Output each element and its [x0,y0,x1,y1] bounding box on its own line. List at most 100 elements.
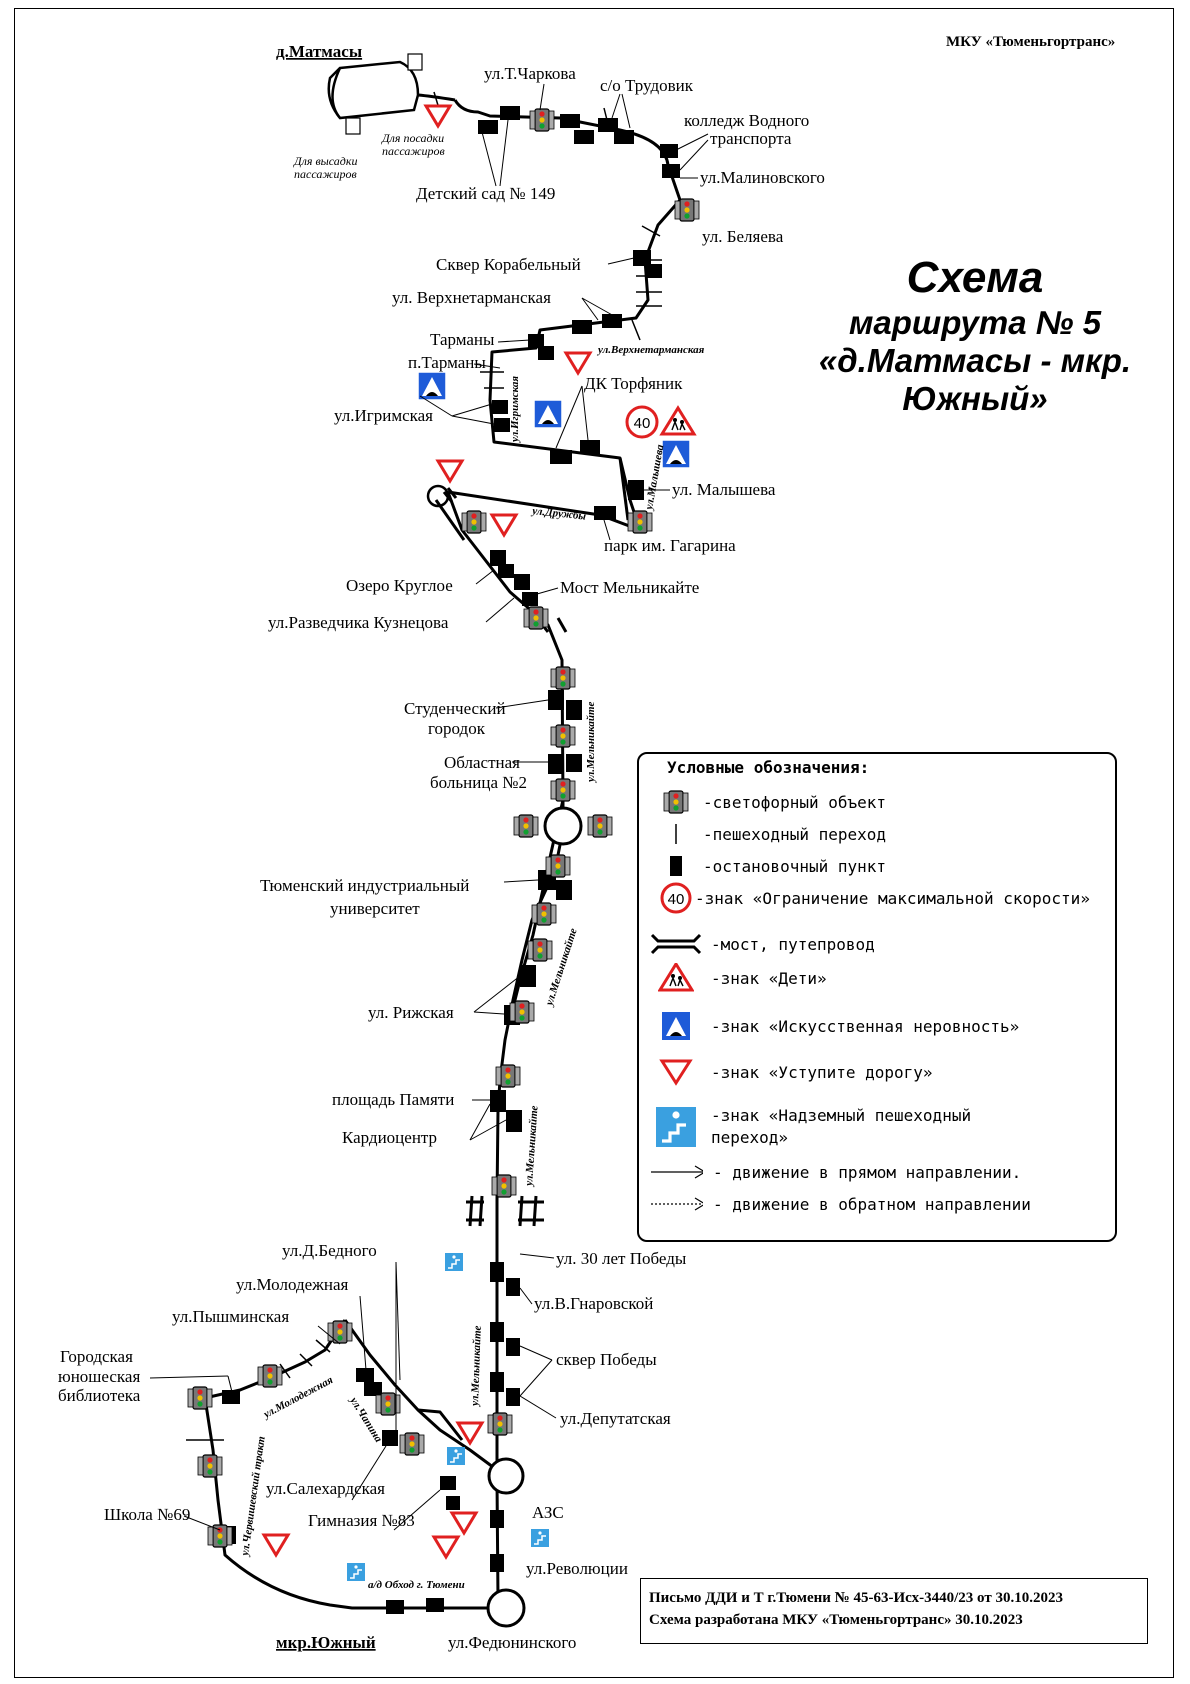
pick-up-note-2: пассажиров [382,144,445,158]
page-frame [14,8,1174,1678]
roundabout [487,1457,525,1495]
label-library-2: юношеская [58,1367,140,1386]
label-hospital-1: Областная [444,753,520,772]
label-hospital-2: больница №2 [430,773,527,792]
legend-text: -остановочный пункт [703,856,887,876]
label-skver-pobedy: сквер Победы [556,1350,657,1369]
legend-item-speed-limit: 40 -знак «Ограничение максимальной скоро… [649,881,1090,915]
label-college-1: колледж Водного [684,111,809,130]
label-azs: АЗС [532,1503,564,1522]
label-30-let-pobedy: ул. 30 лет Победы [556,1249,687,1268]
street-verkhnetarmanskaya: ул.Верхнетарманская [596,344,705,356]
label-fedyuninskogo: ул.Федюнинского [448,1633,576,1652]
label-park-gagarina: парк им. Гагарина [604,536,736,555]
title-line-1: Схема [906,253,1044,302]
label-most-melnikaite: Мост Мельникайте [560,578,699,597]
legend-title: Условные обозначения: [667,758,870,777]
bus-stop-icon [649,855,703,877]
label-student-town-2: городок [428,719,486,738]
label-verkhnetarmanskaya: ул. Верхнетарманская [392,288,551,307]
legend-text: -знак «Ограничение максимальной скорости… [695,888,1090,908]
label-deputatskaya: ул.Депутатская [560,1409,671,1428]
bridge-icon [649,931,703,957]
approval-line-1: Письмо ДДИ и Т г.Тюмени № 45-63-Исх-3440… [649,1590,1063,1606]
legend-text: -мост, путепровод [711,934,875,954]
legend-item-pedestrian-crossing: -пешеходный переход [649,820,886,848]
label-tiu-2: университет [330,899,420,918]
label-molodezhnaya: ул.Молодежная [236,1275,349,1294]
label-malinovskogo: ул.Малиновского [700,168,825,187]
children-sign [660,406,696,436]
roundabout [543,806,583,846]
street-igrimskaya: ул.Игримская [509,376,521,444]
label-gnarovskoy: ул.В.Гнаровской [534,1294,653,1313]
street-melnikaite-4: ул.Мельникайте [469,1325,484,1408]
drop-off-note-2: пассажиров [294,167,357,181]
label-tiu-1: Тюменский индустриальный [260,876,469,895]
label-pyshminskaya: ул.Пышминская [172,1307,289,1326]
title-line-3: «д.Матмасы - мкр. [818,342,1132,379]
label-trudovik: с/о Трудовик [600,76,694,95]
label-tarmany: Тарманы [430,330,495,349]
children-sign-icon [649,963,703,993]
legend-text: -знак «Уступите дорогу» [711,1062,933,1082]
organization-name: МКУ «Тюменьгортранс» [946,34,1116,50]
approval-line-2: Схема разработана МКУ «Тюменьгортранс» 3… [649,1612,1023,1628]
terminal-start: д.Матмасы [276,42,362,61]
leader-lines [149,83,709,1531]
label-belyaeva: ул. Беляева [702,227,784,246]
label-revolyucii: ул.Революции [526,1559,628,1578]
label-chrkova: ул.Т.Чаркова [484,64,576,83]
label-igrimskaya: ул.Игримская [334,406,433,425]
legend-item-children: -знак «Дети» [649,963,827,993]
svg-text:40: 40 [668,891,685,908]
legend-item-speed-bump: -знак «Искусственная неровность» [649,1012,1019,1040]
label-skver-korabelny: Сквер Корабельный [436,255,581,274]
speed-limit-sign: 40 [625,405,659,439]
title-line-4: Южный» [902,380,1048,417]
title-line-2: маршрута № 5 [848,304,1102,341]
legend-item-forward: - движение в прямом направлении. [649,1158,1021,1186]
label-dk-torfyanik: ДК Торфяник [584,374,683,393]
label-rizhskaya: ул. Рижская [368,1003,454,1022]
legend-text: - движение в прямом направлении. [713,1162,1022,1182]
pedestrian-crossing-icon [649,822,703,846]
approval-note: Письмо ДДИ и Т г.Тюмени № 45-63-Исх-3440… [640,1578,1148,1644]
label-razvedchika: ул.Разведчика Кузнецова [268,613,449,632]
label-p-tarmany: п.Тарманы [408,353,486,372]
legend-item-bridge: -мост, путепровод [649,930,875,958]
label-library-1: Городская [60,1347,133,1366]
label-college-2: транспорта [710,129,792,148]
legend-text: -светофорный объект [703,792,887,812]
matmasy-terminal [327,53,456,135]
speed-limit-value: 40 [634,415,651,432]
terminal-end: мкр.Южный [276,1633,376,1652]
pick-up-note-1: Для посадки [381,131,444,145]
street-druzhby: ул.Дружбы [530,505,587,523]
label-student-town-1: Студенческий [404,699,506,718]
label-school69: Школа №69 [104,1505,190,1524]
speed-limit-icon: 40 [649,881,703,915]
yield-signs [262,104,592,1559]
label-ploshchad-pamyati: площадь Памяти [332,1090,454,1109]
stop-labels: д.Матмасы мкр.Южный Для высадки пассажир… [58,42,825,1652]
drop-off-note-1: Для высадки [293,154,357,168]
scheme-title: Схема маршрута № 5 «д.Матмасы - мкр. Южн… [760,252,1190,418]
legend-item-reverse: - движение в обратном направлении [649,1190,1031,1218]
legend-item-bus-stop: -остановочный пункт [649,852,886,880]
street-malysheva: ул.Малышева [643,443,667,512]
label-d-bednogo: ул.Д.Бедного [282,1241,377,1260]
reverse-arrow-icon [649,1196,703,1212]
street-melnikaite-1: ул.Мельникайте [585,702,597,784]
yield-sign-icon [649,1057,703,1087]
street-melnikaite-2: ул.Мельникайте [543,927,580,1009]
label-gymnasium83: Гимназия №83 [308,1511,415,1530]
forward-arrow-icon [649,1164,703,1180]
legend-item-traffic-light: -светофорный объект [649,788,886,816]
label-kardiocentr: Кардиоцентр [342,1128,437,1147]
label-ozero-krugloe: Озеро Круглое [346,576,453,595]
legend: Условные обозначения: -светофорный объек… [637,752,1117,1242]
